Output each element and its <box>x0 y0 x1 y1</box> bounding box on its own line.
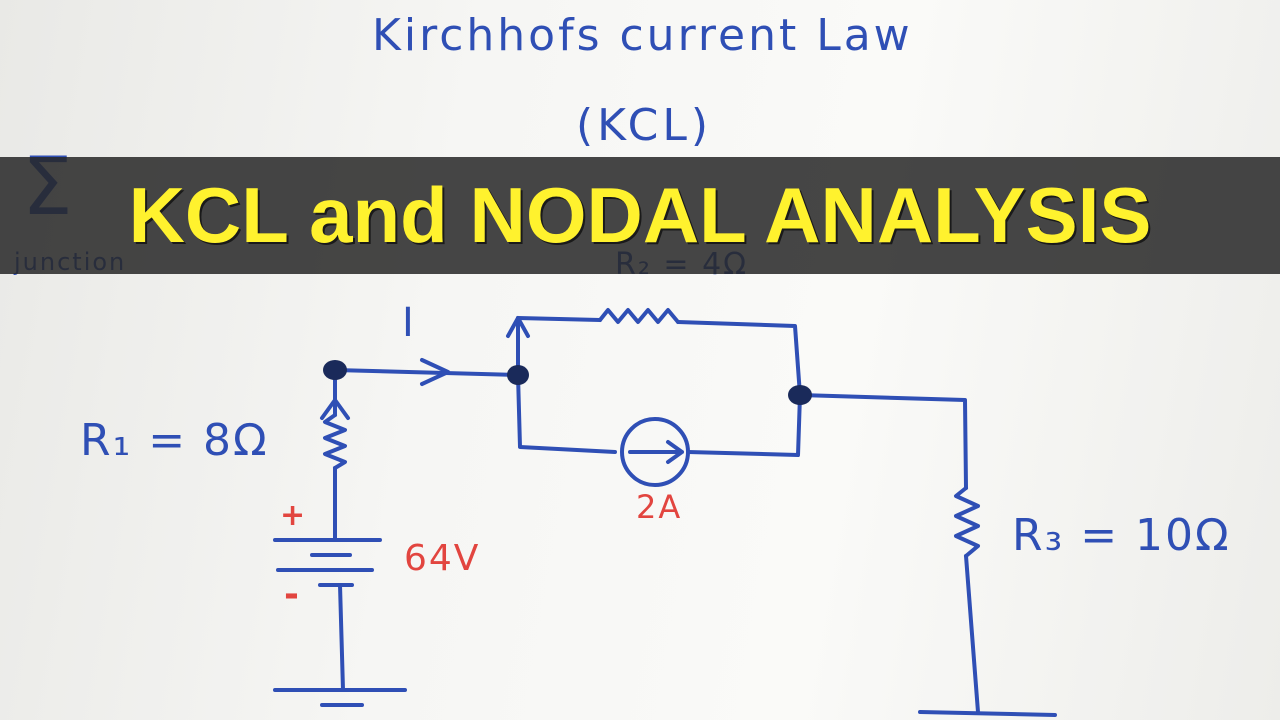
node-top-left <box>323 360 347 380</box>
title-banner <box>0 157 1280 274</box>
node-a <box>507 365 529 385</box>
title-line-2: (KCL) <box>576 100 713 151</box>
battery-minus-sign: - <box>284 574 301 615</box>
wire-source-right <box>686 393 802 457</box>
r1-label: R₁ = 8Ω <box>80 415 269 466</box>
wire-b-right <box>798 393 968 490</box>
wire-top-r2-right <box>676 320 802 397</box>
banner-title: KCL and NODAL ANALYSIS <box>128 171 1152 259</box>
source-arrow <box>628 440 684 464</box>
source-current-label: 2A <box>636 488 683 526</box>
wire-top-r2-left <box>516 316 602 322</box>
wire-r3-ground <box>964 554 980 714</box>
current-arrow <box>420 358 450 386</box>
node-b <box>788 385 812 405</box>
r3-label: R₃ = 10Ω <box>1012 510 1231 561</box>
wire-battery-ground <box>338 583 345 692</box>
resistor-r2 <box>598 308 680 324</box>
resistor-r3 <box>954 486 980 558</box>
r1-arrow <box>320 398 350 420</box>
title-line-1: Kirchhofs current Law <box>372 10 913 61</box>
current-label: I <box>402 300 416 346</box>
wire-top-left <box>333 368 522 377</box>
ground-right <box>918 710 1057 717</box>
resistor-r1 <box>323 413 347 470</box>
battery-voltage-label: 64V <box>404 538 481 579</box>
battery-plus-sign: + <box>280 498 308 533</box>
wire-a-down <box>516 373 617 454</box>
